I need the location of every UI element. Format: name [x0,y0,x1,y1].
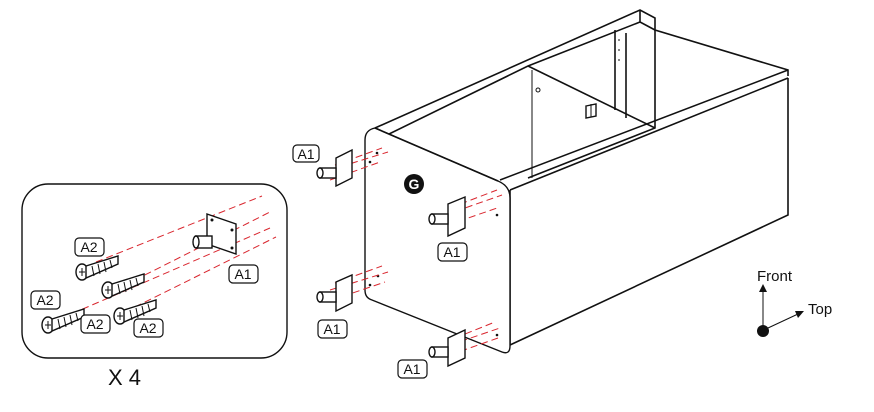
label-a2-1: A2 [80,239,97,255]
top-arrow-shaft [767,313,799,329]
label-box-a1-bottom-left [317,319,348,339]
panel-badge-circle [404,174,424,194]
screw-4 [113,299,157,325]
label-box-a1-middle [437,242,468,262]
label-a2-3: A2 [86,316,103,332]
label-box-a1-bottom-right [397,359,428,379]
screw-2 [101,273,145,299]
label-a1-bottom-right: A1 [403,361,420,377]
label-a1-bottom-left: A1 [323,321,340,337]
detail-inset: A2 A2 A2 A2 A1 [21,183,288,359]
bracket-top-left [316,147,389,188]
cabinet-box [364,9,789,354]
label-box-a2-4 [133,318,164,338]
label-a2-2: A2 [36,292,53,308]
label-box-a2-2 [30,290,61,310]
label-a1-middle: A1 [443,244,460,260]
front-label: Front [757,268,793,285]
front-arrow-head [759,284,767,292]
top-label: Top [808,301,832,318]
panel-badge: G [404,174,424,194]
panel-letter: G [409,176,420,192]
label-box-a1-top [292,144,320,163]
label-a1-inset: A1 [234,266,251,282]
label-box-a2-3 [80,314,111,334]
label-box-a2-1 [74,237,105,257]
bracket-bottom-right [428,321,501,368]
bracket-bottom-left [316,265,389,313]
label-box-a1-inset [228,264,259,284]
origin-dot [757,325,769,337]
orientation-indicator: Front Top [757,268,832,337]
label-a1-top: A1 [297,146,314,162]
label-a2-4: A2 [139,320,156,336]
screw-1 [75,255,119,281]
top-arrow-head [795,311,804,318]
bracket-middle-right [428,189,503,238]
quantity-label: X 4 [108,365,141,390]
detail-bracket-plate [206,213,237,255]
